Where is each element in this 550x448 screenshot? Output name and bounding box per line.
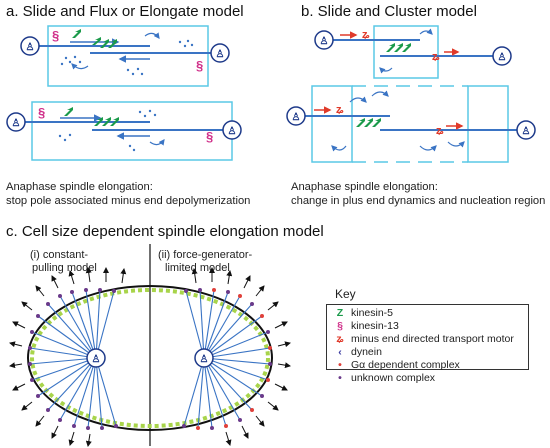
unknown-complex-icon [28,288,118,430]
unknown-complex-icon [182,288,272,430]
key-title: Key [335,287,356,301]
left-aster [29,289,117,429]
g-alpha-complex-icon: • [338,359,342,371]
kinesin-13-icon: § [206,129,213,144]
dynamics-arrow [379,67,393,74]
transport-motor-icon: ʑ [336,104,344,116]
pole-icon: ♙ [522,126,531,137]
dynamics-arrow [331,145,347,152]
spindle-pole [20,36,40,56]
constant-pulling-label-1: (i) constant- [30,249,89,261]
kinesin-13-icon: § [337,320,343,332]
dynein-icon: ‹ [338,346,342,358]
cell-outline [373,25,439,79]
dynamics-arrow [71,63,89,70]
spindle-pole [286,106,306,126]
spindle-pole [6,112,26,132]
transport-motor-icon: ʑ [436,125,444,137]
dynamics-arrow [371,90,389,97]
force-generator-label-1: (ii) force-generator- [158,249,253,261]
pole-icon: ♙ [498,52,507,63]
pole-icon: ♙ [92,354,101,365]
panel-a-title: a. Slide and Flux or Elongate model [6,3,244,20]
panel-b-caption-line2: change in plus end dynamics and nucleati… [291,195,546,207]
panel-a-caption-line1: Anaphase spindle elongation: [6,181,153,193]
unknown-complex-icon: • [338,372,342,384]
spindle-pole [314,30,334,50]
kinesin-13-icon: § [38,105,45,120]
kinesin-5-icon [72,29,117,48]
key-item-unknown: •unknown complex [335,372,435,384]
pulling-force-arrows [191,267,291,446]
pole-icon: ♙ [216,49,225,60]
dynamics-arrow [447,141,465,148]
pole-icon: ♙ [292,112,301,123]
transport-motor-icon: ʑ [362,29,370,41]
key-item-kinesin-13: §kinesin-13 [335,320,399,332]
kinesin-5-icon [386,43,411,52]
g-alpha-complex-icon [196,288,272,430]
transport-motor-icon: ʑ [432,51,440,63]
spindle-pole [194,348,214,368]
transport-motor-icon: ʑ [336,333,344,345]
kinesin-5-icon [356,118,381,127]
pole-icon: ♙ [12,118,21,129]
spindle-pole [210,43,230,63]
panel-a-caption-line2: stop pole associated minus end depolymer… [6,195,251,207]
pole-icon: ♙ [320,36,329,47]
panel-b-title: b. Slide and Cluster model [301,3,477,20]
panel-c-title: c. Cell size dependent spindle elongatio… [6,223,324,240]
key-box [326,304,529,370]
dynamics-arrow [149,139,165,146]
panel-c-diagram: ♙ [9,244,291,447]
pole-icon: ♙ [200,354,209,365]
panel-b-caption-line1: Anaphase spindle elongation: [291,181,438,193]
spindle-pole [222,120,242,140]
tubulin-dots [60,39,194,76]
constant-pulling-label-2: pulling model [32,262,97,274]
kinesin-5-icon: Z [336,307,344,319]
right-aster [183,289,271,429]
kinesin-5-icon [64,107,119,126]
cell-membrane [27,285,273,431]
nucleation-region [467,85,509,163]
pole-icon: ♙ [26,42,35,53]
dynamics-arrow [144,32,160,39]
spindle-pole [492,46,512,66]
pole-icon: ♙ [228,126,237,137]
spindle-pole [86,348,106,368]
panel-b-diagram: ʑ ʑ ♙ ♙ ʑ ʑ ♙ ♙ [286,25,536,163]
panel-a-diagram: § § ♙ ♙ § § [6,25,242,161]
kinesin-13-icon: § [52,28,59,43]
tubulin-dots [58,109,157,152]
key-item-g-alpha: •Gα dependent complex [335,359,460,371]
kinesin-13-icon: § [196,58,203,73]
dynamics-arrow [419,28,433,35]
dynamics-arrow [349,96,367,103]
pulling-force-arrows [9,267,127,447]
key-item-dynein: ‹dynein [335,346,382,358]
dynamics-arrow [419,145,437,152]
spindle-pole [516,120,536,140]
cell-outline [47,25,209,87]
cortex [30,288,270,428]
nucleation-region [311,85,353,163]
